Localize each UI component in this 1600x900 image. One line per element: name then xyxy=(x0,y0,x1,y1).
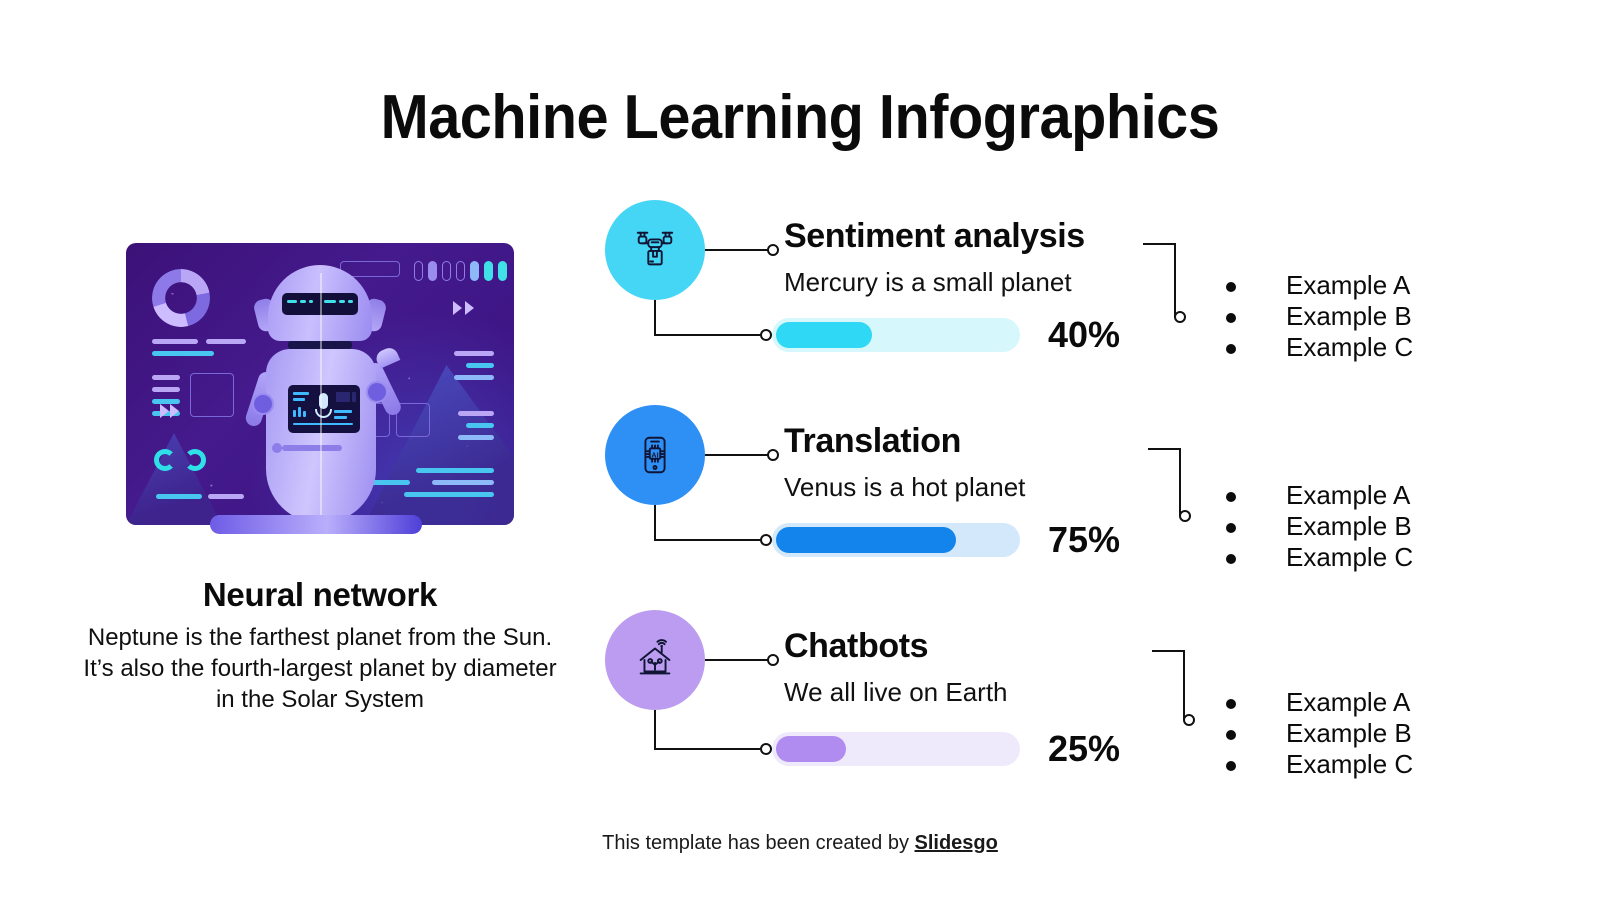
deco-line xyxy=(206,339,246,344)
row-title: Sentiment analysis xyxy=(784,217,1085,255)
example-list: Example A Example B Example C xyxy=(1216,270,1546,363)
example-list: Example A Example B Example C xyxy=(1216,687,1546,780)
progress-bar-track xyxy=(772,318,1020,352)
deco-line xyxy=(152,339,198,344)
list-item: Example B xyxy=(1216,718,1546,749)
progress-percent-label: 75% xyxy=(1048,519,1121,560)
deco-pill xyxy=(428,261,437,281)
microphone-base-icon xyxy=(315,409,332,418)
list-item: Example A xyxy=(1216,480,1546,511)
slidesgo-link[interactable]: Slidesgo xyxy=(914,832,998,854)
connector-lines xyxy=(654,243,1186,341)
row-icon-circle[interactable]: AI xyxy=(605,405,705,505)
list-item: Example C xyxy=(1216,749,1546,780)
row-icon-circle[interactable] xyxy=(605,200,705,300)
deco-pill xyxy=(414,261,423,281)
progress-bar-fill xyxy=(776,527,956,553)
metric-row-translation: AI Translation Venus is a hot planet 75%… xyxy=(600,401,1600,601)
row-subtitle: We all live on Earth xyxy=(784,677,1008,707)
deco-line xyxy=(152,375,180,380)
robot-slot xyxy=(282,445,342,451)
ring-chart-graphic-1 xyxy=(154,449,176,471)
robot-visor xyxy=(282,293,358,315)
row-title: Chatbots xyxy=(784,627,929,665)
example-list: Example A Example B Example C xyxy=(1216,480,1546,573)
deco-line xyxy=(466,363,494,368)
deco-line xyxy=(416,468,494,473)
row-icon-circle[interactable] xyxy=(605,610,705,710)
illustration-stand xyxy=(210,515,422,534)
deco-pill xyxy=(484,261,493,281)
microphone-icon xyxy=(319,393,328,409)
robot-body xyxy=(266,349,376,523)
deco-pill xyxy=(456,261,465,281)
illustration-caption-body: Neptune is the farthest planet from the … xyxy=(83,624,557,713)
list-item: Example A xyxy=(1216,270,1546,301)
metric-row-chatbots: Chatbots We all live on Earth 25% Exampl… xyxy=(600,606,1600,806)
robot-graphic xyxy=(243,265,404,523)
deco-pill xyxy=(498,261,507,281)
fast-forward-icon xyxy=(170,404,179,418)
progress-bar-track xyxy=(772,523,1020,557)
connector-lines xyxy=(654,448,1191,546)
progress-bar-fill xyxy=(776,322,872,348)
robot-joint-right xyxy=(366,381,388,403)
footer-credit: This template has been created by Slides… xyxy=(0,832,1600,855)
fast-forward-icon xyxy=(160,404,169,418)
progress-percent-label: 25% xyxy=(1048,728,1121,769)
robot-chest-screen xyxy=(288,385,360,433)
deco-line xyxy=(458,411,494,416)
donut-chart-graphic xyxy=(152,269,210,327)
metric-row-sentiment-analysis: Sentiment analysis Mercury is a small pl… xyxy=(600,196,1600,396)
deco-pill xyxy=(470,261,479,281)
connector-lines xyxy=(654,650,1195,755)
deco-line xyxy=(366,480,410,485)
ring-chart-graphic-2 xyxy=(184,449,206,471)
deco-line xyxy=(432,480,494,485)
deco-box xyxy=(396,403,430,437)
list-item: Example C xyxy=(1216,332,1546,363)
drone-delivery-icon xyxy=(636,231,674,266)
deco-line xyxy=(466,423,494,428)
deco-line xyxy=(152,399,180,404)
neural-network-illustration xyxy=(126,243,514,534)
robot-joint-left xyxy=(252,393,274,415)
robot-neck xyxy=(288,341,352,349)
illustration-caption-title: Neural network xyxy=(202,576,438,613)
deco-line xyxy=(208,494,244,499)
illustration-panel xyxy=(126,243,514,525)
deco-box xyxy=(190,373,234,417)
list-item: Example B xyxy=(1216,301,1546,332)
deco-line xyxy=(458,435,494,440)
deco-line xyxy=(156,494,202,499)
deco-line xyxy=(152,351,214,356)
page-title: Machine Learning Infographics xyxy=(380,83,1220,152)
robot-indicator-dot xyxy=(272,443,282,453)
row-subtitle: Mercury is a small planet xyxy=(784,267,1072,297)
progress-bar-track xyxy=(772,732,1020,766)
deco-pill xyxy=(442,261,451,281)
smart-home-wifi-icon xyxy=(639,639,671,675)
deco-line xyxy=(152,387,180,392)
list-item: Example B xyxy=(1216,511,1546,542)
robot-center-line xyxy=(320,273,322,521)
svg-text:AI: AI xyxy=(651,451,658,459)
list-item: Example A xyxy=(1216,687,1546,718)
deco-line xyxy=(404,492,494,497)
smartphone-ai-chip-icon: AI xyxy=(644,436,666,474)
deco-line xyxy=(454,375,494,380)
list-item: Example C xyxy=(1216,542,1546,573)
row-title: Translation xyxy=(784,422,961,460)
fast-forward-icon xyxy=(465,301,474,315)
deco-line xyxy=(454,351,494,356)
progress-percent-label: 40% xyxy=(1048,314,1121,355)
progress-bar-fill xyxy=(776,736,846,762)
row-subtitle: Venus is a hot planet xyxy=(784,472,1026,502)
fast-forward-icon xyxy=(453,301,462,315)
footer-text: This template has been created by xyxy=(602,832,915,854)
